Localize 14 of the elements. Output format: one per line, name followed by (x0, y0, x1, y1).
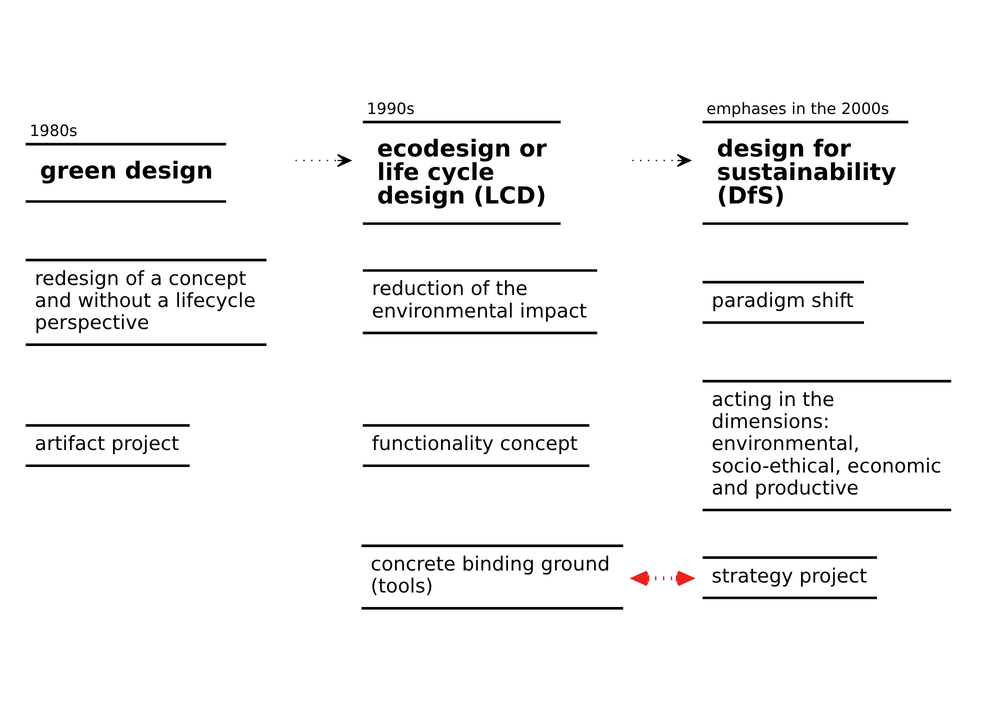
arrow (296, 153, 352, 166)
node-text: paradigm shift (712, 288, 854, 312)
node-text: 1990s ecodesign or life cycle design (LCD) (366, 99, 547, 209)
arrow (632, 153, 692, 166)
node-text: strategy project (712, 564, 868, 587)
node-text: concrete binding ground (tools) (370, 552, 610, 598)
node-text: functionality concept (372, 432, 578, 455)
node-text: 1980s green design (30, 121, 213, 184)
node-text: redesign of a concept and without a lifecycle perspective (34, 266, 256, 334)
node-text: acting in the dimensions: environmental, socio-ethical, economic and productive (712, 387, 942, 499)
node-text: reduction of the environmental impact (372, 276, 587, 322)
node-text: emphases in the 2000s design for sustainability (DfS) (706, 99, 896, 209)
node-text: artifact project (34, 432, 180, 455)
arrow (632, 570, 693, 586)
